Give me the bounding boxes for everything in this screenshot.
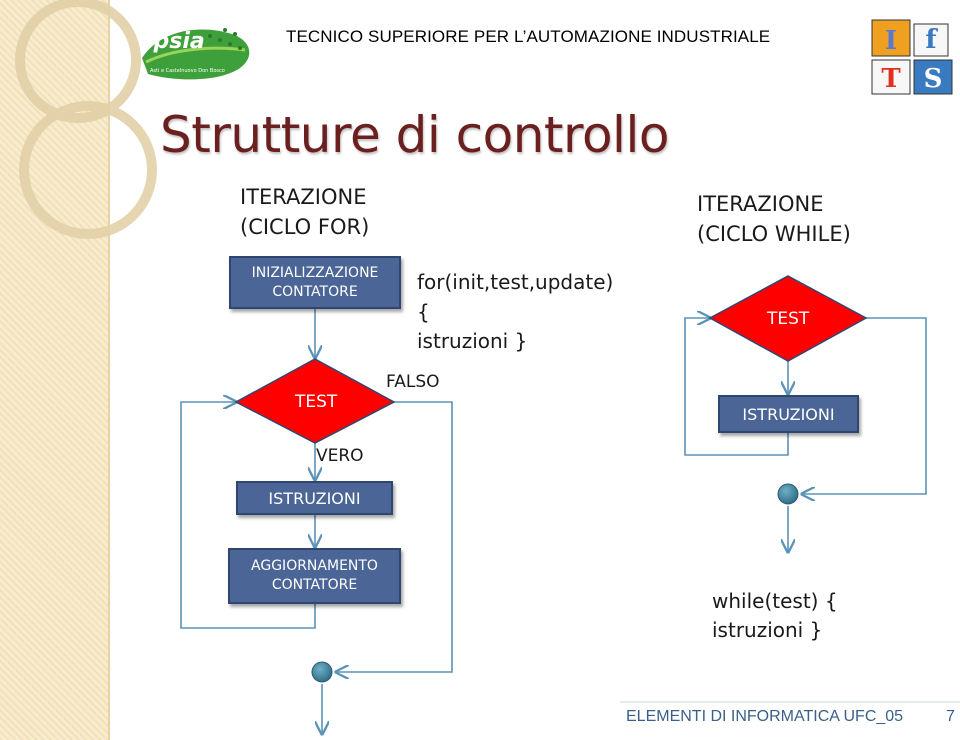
ifts-letter-s: S (924, 64, 943, 94)
ipsia-logo-text: ipsia (146, 29, 205, 54)
for-init-line1: INIZIALIZZAZIONE (251, 264, 379, 281)
for-heading-line1: ITERAZIONE (240, 185, 367, 209)
while-heading-line1: ITERAZIONE (697, 192, 824, 216)
for-false-label: FALSO (386, 372, 440, 392)
for-update-box: AGGIORNAMENTO CONTATORE (228, 548, 401, 604)
while-loop-back-arrow (684, 318, 789, 456)
while-test-label: TEST (767, 309, 810, 329)
while-body-label: ISTRUZIONI (742, 404, 835, 424)
for-loop-flowchart (180, 309, 453, 734)
page-title: Strutture di controllo (160, 106, 669, 164)
for-heading-line2: (CICLO FOR) (240, 215, 370, 239)
while-code-line1: while(test) { (712, 589, 838, 613)
ifts-letter-f: f (925, 25, 938, 55)
ipsia-logo-subtitle: Asti e Castelnuovo Don Bosco (150, 68, 225, 74)
for-update-line2: CONTATORE (271, 577, 358, 593)
while-code-line2: istruzioni } (712, 618, 823, 642)
ifts-letter-i: I (885, 26, 897, 56)
ifts-letter-t: T (881, 64, 901, 94)
for-true-label: VERO (316, 446, 364, 466)
for-test-label: TEST (295, 392, 338, 412)
for-code-line3: istruzioni } (417, 329, 528, 353)
for-update-line1: AGGIORNAMENTO (251, 558, 378, 574)
while-loop-flowchart (684, 317, 927, 552)
for-junction-dot (311, 661, 333, 683)
sidebar-decoration (0, 0, 110, 740)
for-code-line2: { (417, 300, 430, 324)
course-title: TECNICO SUPERIORE PER L’AUTOMAZIONE INDU… (286, 27, 771, 46)
ifts-logo: I f T S (871, 19, 953, 95)
footer-course: ELEMENTI DI INFORMATICA UFC_05 (626, 708, 904, 725)
for-false-exit-arrow (336, 401, 453, 672)
while-junction-dot (777, 483, 799, 505)
for-body-box: ISTRUZIONI (236, 481, 393, 515)
ipsia-logo: ipsia Asti e Castelnuovo Don Bosco (142, 28, 250, 80)
for-init-line2: CONTATORE (272, 283, 358, 300)
for-code-line1: for(init,test,update) (417, 270, 614, 294)
while-false-exit-arrow (802, 317, 927, 494)
while-body-box: ISTRUZIONI (718, 395, 859, 433)
sidebar-edge (108, 0, 110, 740)
for-test-diamond (234, 358, 396, 444)
page-number: 7 (946, 708, 955, 725)
while-test-diamond (708, 275, 868, 362)
for-loop-back-arrow (180, 402, 316, 629)
for-body-label: ISTRUZIONI (268, 488, 361, 508)
for-init-box: INIZIALIZZAZIONE CONTATORE (229, 256, 401, 309)
sidebar-arcs (15, 0, 157, 239)
while-heading-line2: (CICLO WHILE) (697, 222, 851, 246)
